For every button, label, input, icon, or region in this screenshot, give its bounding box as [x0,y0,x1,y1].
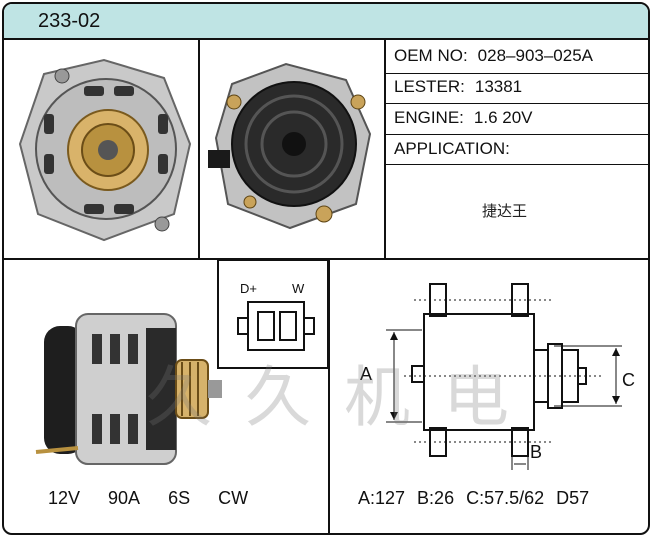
part-number: 233-02 [38,10,101,32]
divider [328,260,330,533]
alternator-side-photo [35,313,222,465]
rating-current: 90A [108,488,141,508]
divider [386,164,648,165]
alternator-rear-photo [208,62,372,230]
dimension-d: D57 [556,488,590,508]
divider [386,134,648,135]
header-bar: 233-02 [4,4,648,40]
watermark: 久 久 机 电 [146,359,515,436]
connector-diagram: D+ W [217,259,329,369]
ratings-row: 12V 90A 6S CW [48,488,276,509]
dimension-drawing: A C B [360,283,635,470]
application-note: 捷达王 [482,202,528,220]
dimension-b: B:26 [417,488,455,508]
spec-application: APPLICATION: [394,139,510,158]
dimension-label-c: C [622,370,635,390]
spec-engine: ENGINE:1.6 20V [394,108,533,127]
connector-pin-w: W [292,281,305,296]
alternator-front-photo [18,58,192,242]
connector-pin-dplus: D+ [240,281,257,296]
divider [384,38,386,260]
dimension-a: A:127 [358,488,406,508]
divider [198,38,200,260]
rating-voltage: 12V [48,488,81,508]
dimension-label-b: B [530,442,542,462]
spec-oem: OEM NO:028–903–025A [394,46,594,65]
divider [386,103,648,104]
rating-pulley: 6S [168,488,191,508]
spec-lester: LESTER:13381 [394,77,523,96]
rating-rotation: CW [218,488,249,508]
dimensions-row: A:127 B:26 C:57.5/62 D57 [358,488,601,509]
divider [386,73,648,74]
dimension-c: C:57.5/62 [466,488,545,508]
dimension-label-a: A [360,364,372,384]
